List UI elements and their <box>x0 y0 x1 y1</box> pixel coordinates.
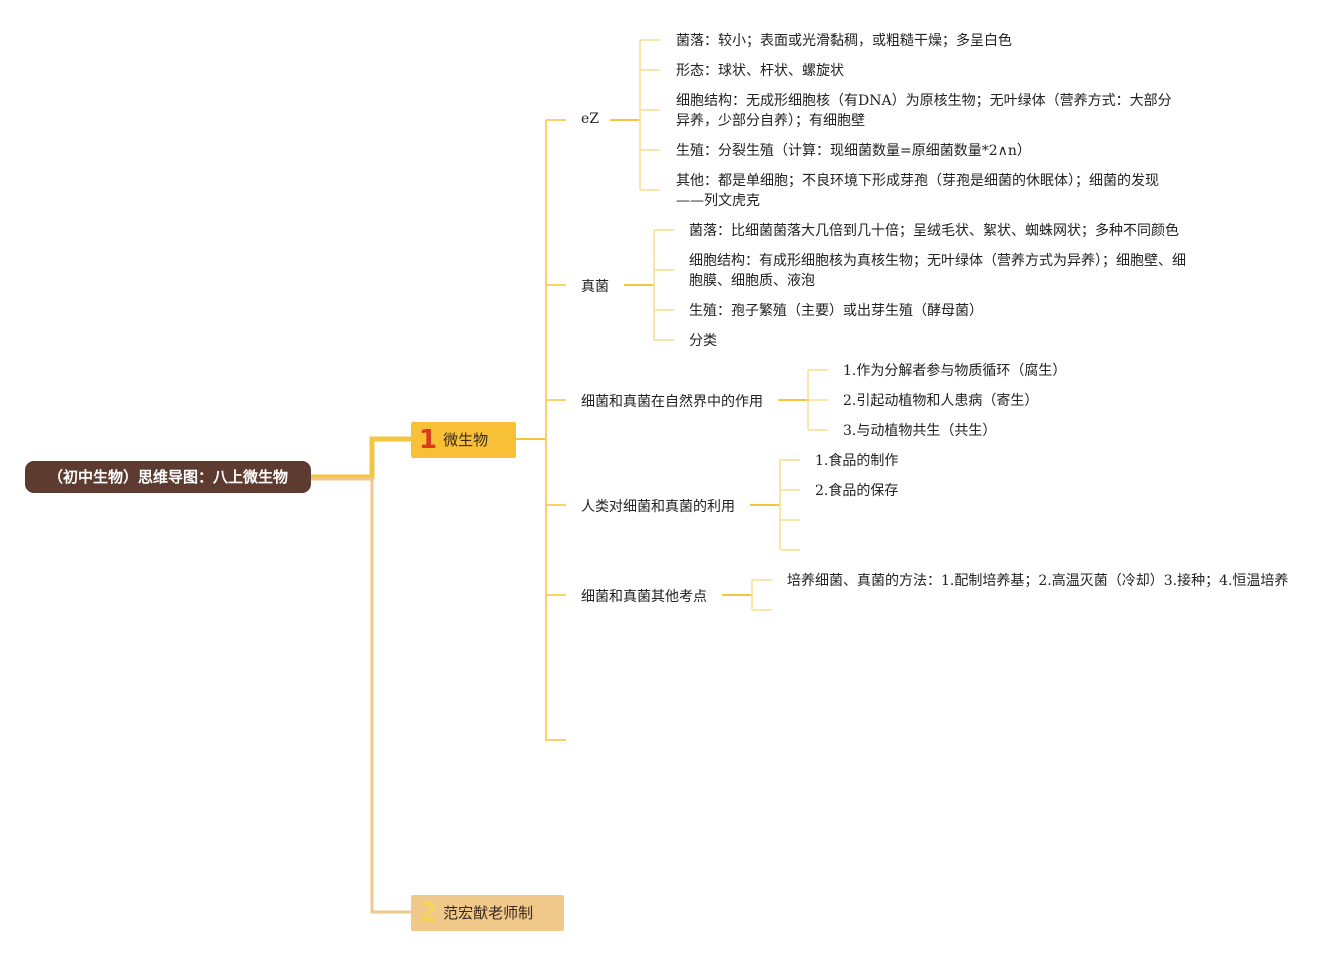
subtopic-fungi[interactable]: 真菌 <box>581 279 609 295</box>
leaf-use-food-preservation[interactable]: 2.食品的保存 <box>815 483 899 499</box>
leaf-use-food-making[interactable]: 1.食品的制作 <box>815 453 899 469</box>
topic1-label: 微生物 <box>443 431 489 449</box>
topic2-number: 2 <box>419 898 438 928</box>
root-title: （初中生物）思维导图：八上微生物 <box>47 468 288 486</box>
leaf-bacteria-reproduction[interactable]: 生殖：分裂生殖（计算：现细菌数量=原细菌数量*2∧n） <box>676 143 1031 159</box>
root-to-topic1-line <box>311 436 411 480</box>
leaf-bacteria-shape[interactable]: 形态：球状、杆状、螺旋状 <box>676 63 844 79</box>
leaf-bacteria-structure[interactable]: 细胞结构：无成形细胞核（有DNA）为原核生物；无叶绿体（营养方式：大部分异养，少… <box>676 93 1172 129</box>
subtopic-human-use[interactable]: 人类对细菌和真菌的利用 <box>581 499 735 515</box>
leaf-bacteria-colony[interactable]: 菌落：较小；表面或光滑黏稠，或粗糙干燥；多呈白色 <box>676 33 1012 49</box>
subtopic-role-in-nature[interactable]: 细菌和真菌在自然界中的作用 <box>581 394 763 410</box>
leaf-fungi-structure[interactable]: 细胞结构：有成形细胞核为真核生物；无叶绿体（营养方式为异养）；细胞壁、细胞膜、细… <box>689 253 1186 289</box>
leaf-fungi-classification[interactable]: 分类 <box>689 333 717 349</box>
leaf-fungi-reproduction[interactable]: 生殖：孢子繁殖（主要）或出芽生殖（酵母菌） <box>689 303 983 319</box>
topic1-trunk-line <box>545 120 566 741</box>
leaf-fungi-colony[interactable]: 菌落：比细菌菌落大几倍到几十倍；呈绒毛状、絮状、蜘蛛网状；多种不同颜色 <box>689 223 1179 239</box>
leaf-role-symbiosis[interactable]: 3.与动植物共生（共生） <box>843 423 997 439</box>
leaf-bacteria-other[interactable]: 其他：都是单细胞；不良环境下形成芽孢（芽孢是细菌的休眠体）；细菌的发现——列文虎… <box>676 173 1159 209</box>
topic-node-microorganisms[interactable]: 1 微生物 <box>411 422 516 458</box>
root-node[interactable]: （初中生物）思维导图：八上微生物 <box>25 461 311 493</box>
leaf-culture-method[interactable]: 培养细菌、真菌的方法：1.配制培养基；2.高温灭菌（冷却）3.接种；4.恒温培养 <box>787 573 1289 589</box>
root-to-topic2-line <box>311 477 411 914</box>
subtopic-other-points[interactable]: 细菌和真菌其他考点 <box>581 589 707 605</box>
topic-node-author[interactable]: 2 范宏猷老师制 <box>411 895 564 931</box>
subtopic-bacteria[interactable]: eZ <box>581 111 600 127</box>
topic1-number: 1 <box>419 425 438 455</box>
topic2-label: 范宏猷老师制 <box>443 904 534 922</box>
leaf-role-parasite[interactable]: 2.引起动植物和人患病（寄生） <box>843 393 1039 409</box>
leaf-role-decomposer[interactable]: 1.作为分解者参与物质循环（腐生） <box>843 363 1067 379</box>
